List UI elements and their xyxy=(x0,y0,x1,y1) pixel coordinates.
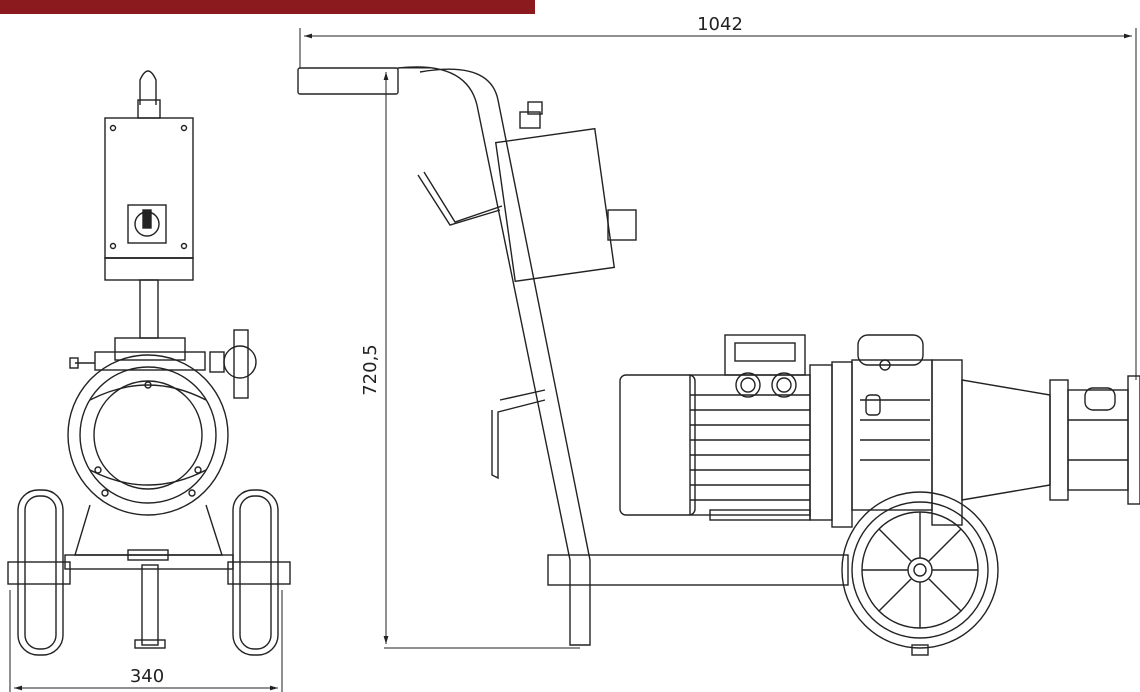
control-box xyxy=(104,117,194,259)
side-view xyxy=(297,66,1140,656)
width-dimension-label: 340 xyxy=(130,666,164,687)
motor-body xyxy=(619,374,696,516)
height-dimension-label: 720,5 xyxy=(360,344,381,396)
height-dimension xyxy=(383,67,580,649)
side-control-box xyxy=(494,127,616,283)
rotary-switch xyxy=(127,204,167,244)
pump-body xyxy=(851,359,933,511)
right-wheel xyxy=(232,489,279,656)
length-dimension-label: 1042 xyxy=(697,14,743,35)
front-view xyxy=(7,70,291,656)
length-dimension xyxy=(299,28,1137,380)
width-dimension xyxy=(9,590,283,692)
left-wheel xyxy=(17,489,64,656)
header-accent-bar xyxy=(0,0,535,14)
trolley-frame xyxy=(397,66,591,646)
motor-front xyxy=(67,354,229,516)
side-wheel xyxy=(841,491,999,649)
